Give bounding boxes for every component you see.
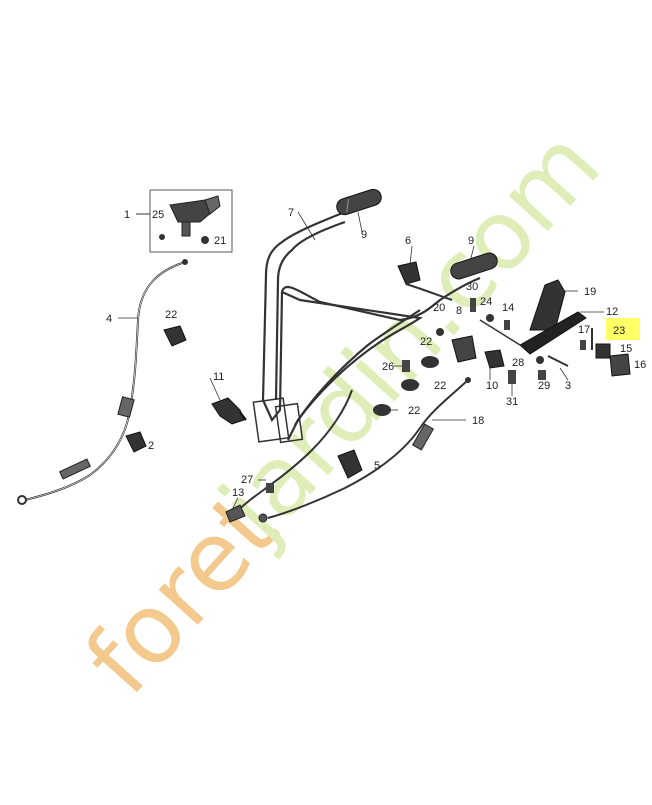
label-14: 14 xyxy=(502,302,514,314)
leader-lines xyxy=(118,211,604,511)
part-15 xyxy=(595,343,611,359)
throttle-cable-4 xyxy=(17,259,188,505)
label-9-lower: 9 xyxy=(468,235,474,247)
handlebar-7 xyxy=(252,210,481,444)
label-23: 23 xyxy=(613,325,625,337)
label-7: 7 xyxy=(288,207,294,219)
part-3 xyxy=(547,355,569,367)
label-25: 25 xyxy=(152,209,164,221)
label-3: 3 xyxy=(565,380,571,392)
clamp-22-b xyxy=(401,379,419,391)
part-1-assembly xyxy=(136,189,233,253)
label-8: 8 xyxy=(456,305,462,317)
label-24: 24 xyxy=(480,296,492,308)
label-31: 31 xyxy=(506,396,518,408)
highlight-box-23 xyxy=(606,318,640,340)
label-26: 26 xyxy=(382,361,394,373)
label-22-left: 22 xyxy=(165,309,177,321)
label-11: 11 xyxy=(213,371,224,383)
label-2: 2 xyxy=(148,440,154,452)
bolt-26 xyxy=(402,360,410,372)
label-22-b: 22 xyxy=(434,380,446,392)
label-13: 13 xyxy=(232,487,244,499)
bolt-14 xyxy=(504,320,510,330)
label-16: 16 xyxy=(634,359,646,371)
label-10: 10 xyxy=(486,380,498,392)
bolt-27 xyxy=(266,483,274,493)
part-24 xyxy=(486,314,494,322)
clutch-cable-18 xyxy=(258,377,471,523)
cable-clamp-22-left xyxy=(163,325,187,347)
label-30: 30 xyxy=(466,281,478,293)
label-18: 18 xyxy=(472,415,484,427)
label-9-upper: 9 xyxy=(361,229,367,241)
label-22-mid: 22 xyxy=(420,336,432,348)
label-27: 27 xyxy=(241,474,253,486)
grip-9-lower xyxy=(450,252,498,280)
label-5: 5 xyxy=(374,460,380,472)
label-15: 15 xyxy=(620,343,632,355)
label-29: 29 xyxy=(538,380,550,392)
clamp-22-a xyxy=(421,356,439,368)
part-16 xyxy=(609,353,631,377)
part-5 xyxy=(337,449,363,479)
part-17 xyxy=(580,340,586,350)
part-11 xyxy=(211,397,247,425)
clamp-22-c xyxy=(373,404,391,416)
label-17: 17 xyxy=(578,324,590,336)
lever-assembly-12-19 xyxy=(479,279,587,355)
label-12: 12 xyxy=(606,306,618,318)
part-30 xyxy=(470,298,476,312)
cable-13 xyxy=(225,389,353,523)
label-6: 6 xyxy=(405,235,411,247)
label-20: 20 xyxy=(433,302,445,314)
part-8 xyxy=(451,335,477,363)
part-29 xyxy=(538,370,546,380)
label-4: 4 xyxy=(106,313,112,325)
part-labels: 1 25 21 4 22 2 11 7 9 6 9 30 24 14 20 8 … xyxy=(106,207,646,499)
cable-clamp-2 xyxy=(125,431,147,453)
bolt-31 xyxy=(508,370,516,384)
part-10 xyxy=(484,349,505,369)
part-28 xyxy=(536,356,544,364)
label-28: 28 xyxy=(512,357,524,369)
label-1: 1 xyxy=(124,209,130,221)
label-21: 21 xyxy=(214,235,226,247)
nut-20 xyxy=(436,328,444,336)
grip-9-upper xyxy=(336,188,382,216)
label-19: 19 xyxy=(584,286,596,298)
label-22-c: 22 xyxy=(408,405,420,417)
